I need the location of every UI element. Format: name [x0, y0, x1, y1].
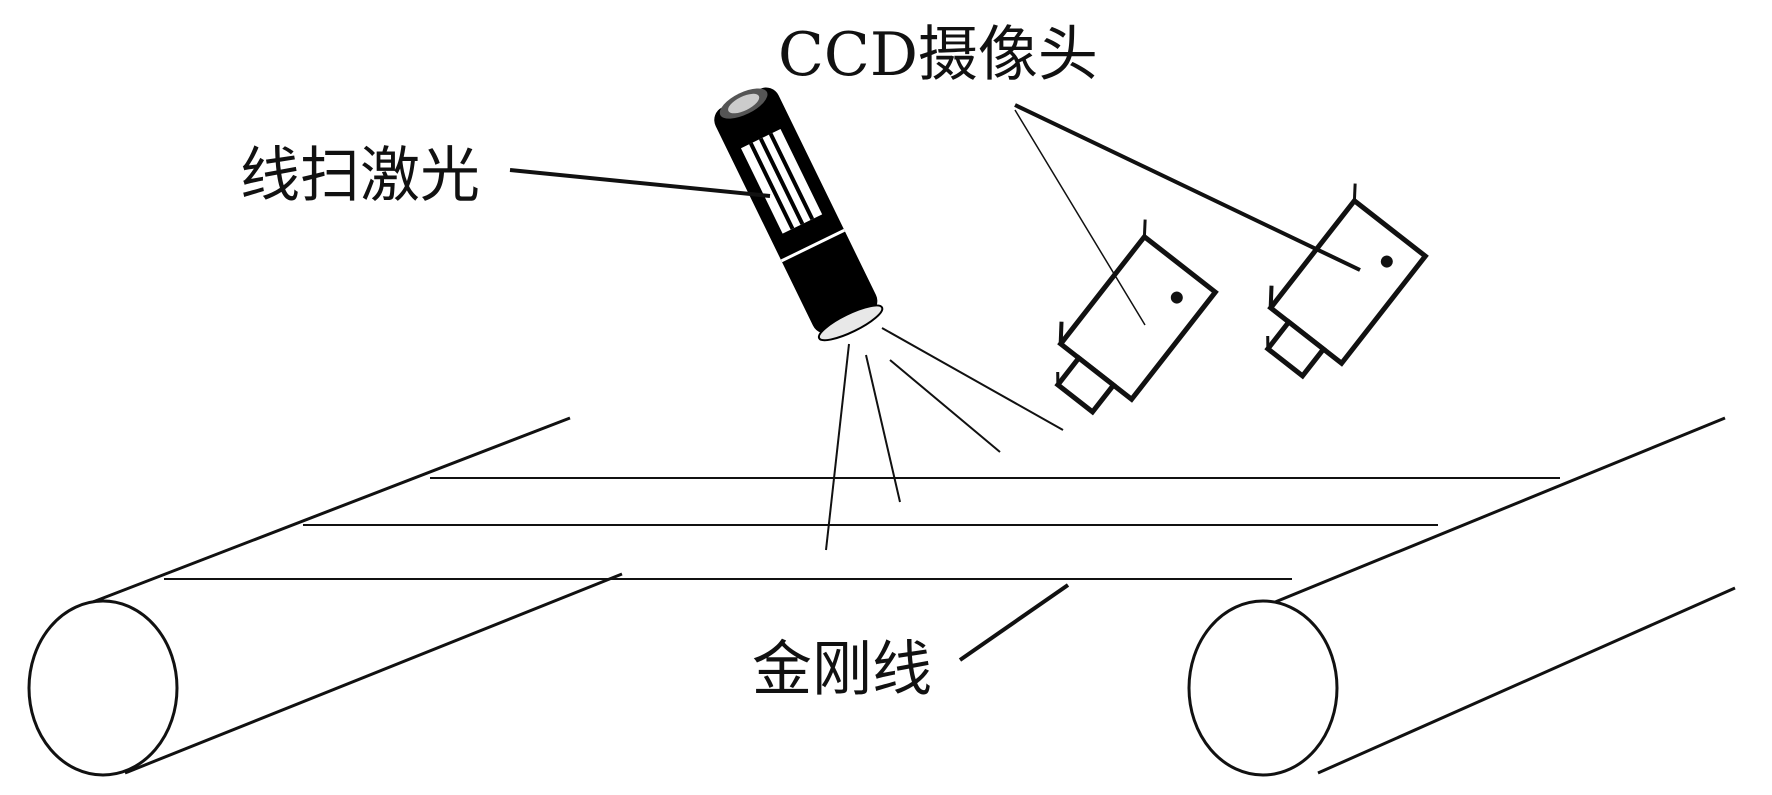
- diamond-wires: [164, 477, 1560, 580]
- laser-beams: [825, 327, 1064, 551]
- laser-leader: [509, 168, 771, 198]
- wire-label: 金刚线: [752, 635, 932, 705]
- laser-label: 线扫激光: [240, 141, 480, 211]
- wire-leader: [958, 583, 1070, 662]
- left-roller: [27, 416, 623, 777]
- camera-label: CCD摄像头: [778, 20, 1098, 90]
- right-roller: [1187, 416, 1736, 777]
- camera-leader-2: [1014, 103, 1361, 272]
- leader-lines: [509, 103, 1361, 662]
- ccd-camera-icon: [1054, 219, 1219, 416]
- ccd-camera-icon: [1264, 183, 1429, 380]
- camera-leader-1: [1014, 109, 1146, 326]
- laser-emitter-icon: [714, 87, 884, 342]
